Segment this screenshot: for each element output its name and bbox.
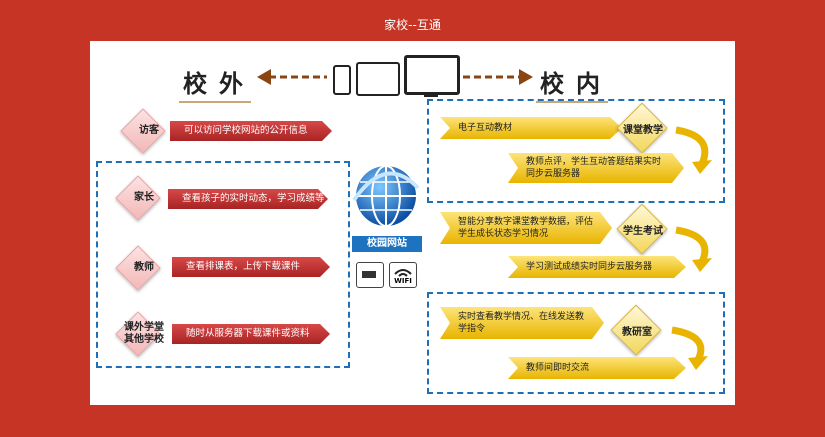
role-parent: 家长 <box>115 175 172 221</box>
exam-node: 学生考试 <box>610 203 676 255</box>
role-visitor-desc: 可以访问学校网站的公开信息 <box>170 121 332 141</box>
role-other-school: 课外学堂 其他学校 <box>115 311 172 357</box>
research-curve-arrow <box>671 326 708 370</box>
globe-icon <box>352 165 420 227</box>
exam-top-arrow: 智能分享数字课堂教学数据，评估学生成长状态学习情况 <box>440 212 612 244</box>
wifi-icon: WIFI <box>389 262 417 288</box>
exam-curve-arrow <box>675 226 712 272</box>
classroom-node: 课堂教学 <box>610 102 676 154</box>
external-users-box <box>96 161 350 368</box>
classroom-top-arrow: 电子互动教材 <box>440 117 622 139</box>
research-node: 教研室 <box>604 304 670 356</box>
role-parent-desc: 查看孩子的实时动态，学习成绩等 <box>168 189 328 209</box>
classroom-curve-arrow <box>675 126 712 174</box>
right-heading: 校内 <box>536 64 612 103</box>
monitor-stand <box>424 93 438 97</box>
role-visitor: 访客 <box>120 108 177 154</box>
router-icon <box>356 262 384 288</box>
role-teacher: 教师 <box>115 245 172 291</box>
classroom-bottom-arrow: 教师点评，学生互动答题结果实时同步云服务器 <box>508 153 684 183</box>
tablet-icon <box>356 62 400 96</box>
role-other-school-desc: 随时从服务器下载课件或资料 <box>172 324 330 344</box>
monitor-icon <box>404 55 460 95</box>
research-top-arrow: 实时查看教学情况、在线发送教学指令 <box>440 307 604 339</box>
research-box <box>427 292 725 394</box>
page-title: 家校--互通 <box>384 18 441 32</box>
research-bottom-arrow: 教师间即时交流 <box>508 357 686 379</box>
bidirectional-arrow <box>257 69 533 85</box>
exam-bottom-arrow: 学习测试成绩实时同步云服务器 <box>508 256 686 278</box>
classroom-box <box>427 99 725 203</box>
left-heading: 校外 <box>179 64 255 103</box>
campus-website-label: 校园网站 <box>352 236 422 252</box>
role-teacher-desc: 查看排课表，上传下载课件 <box>172 257 330 277</box>
phone-icon <box>333 65 351 95</box>
